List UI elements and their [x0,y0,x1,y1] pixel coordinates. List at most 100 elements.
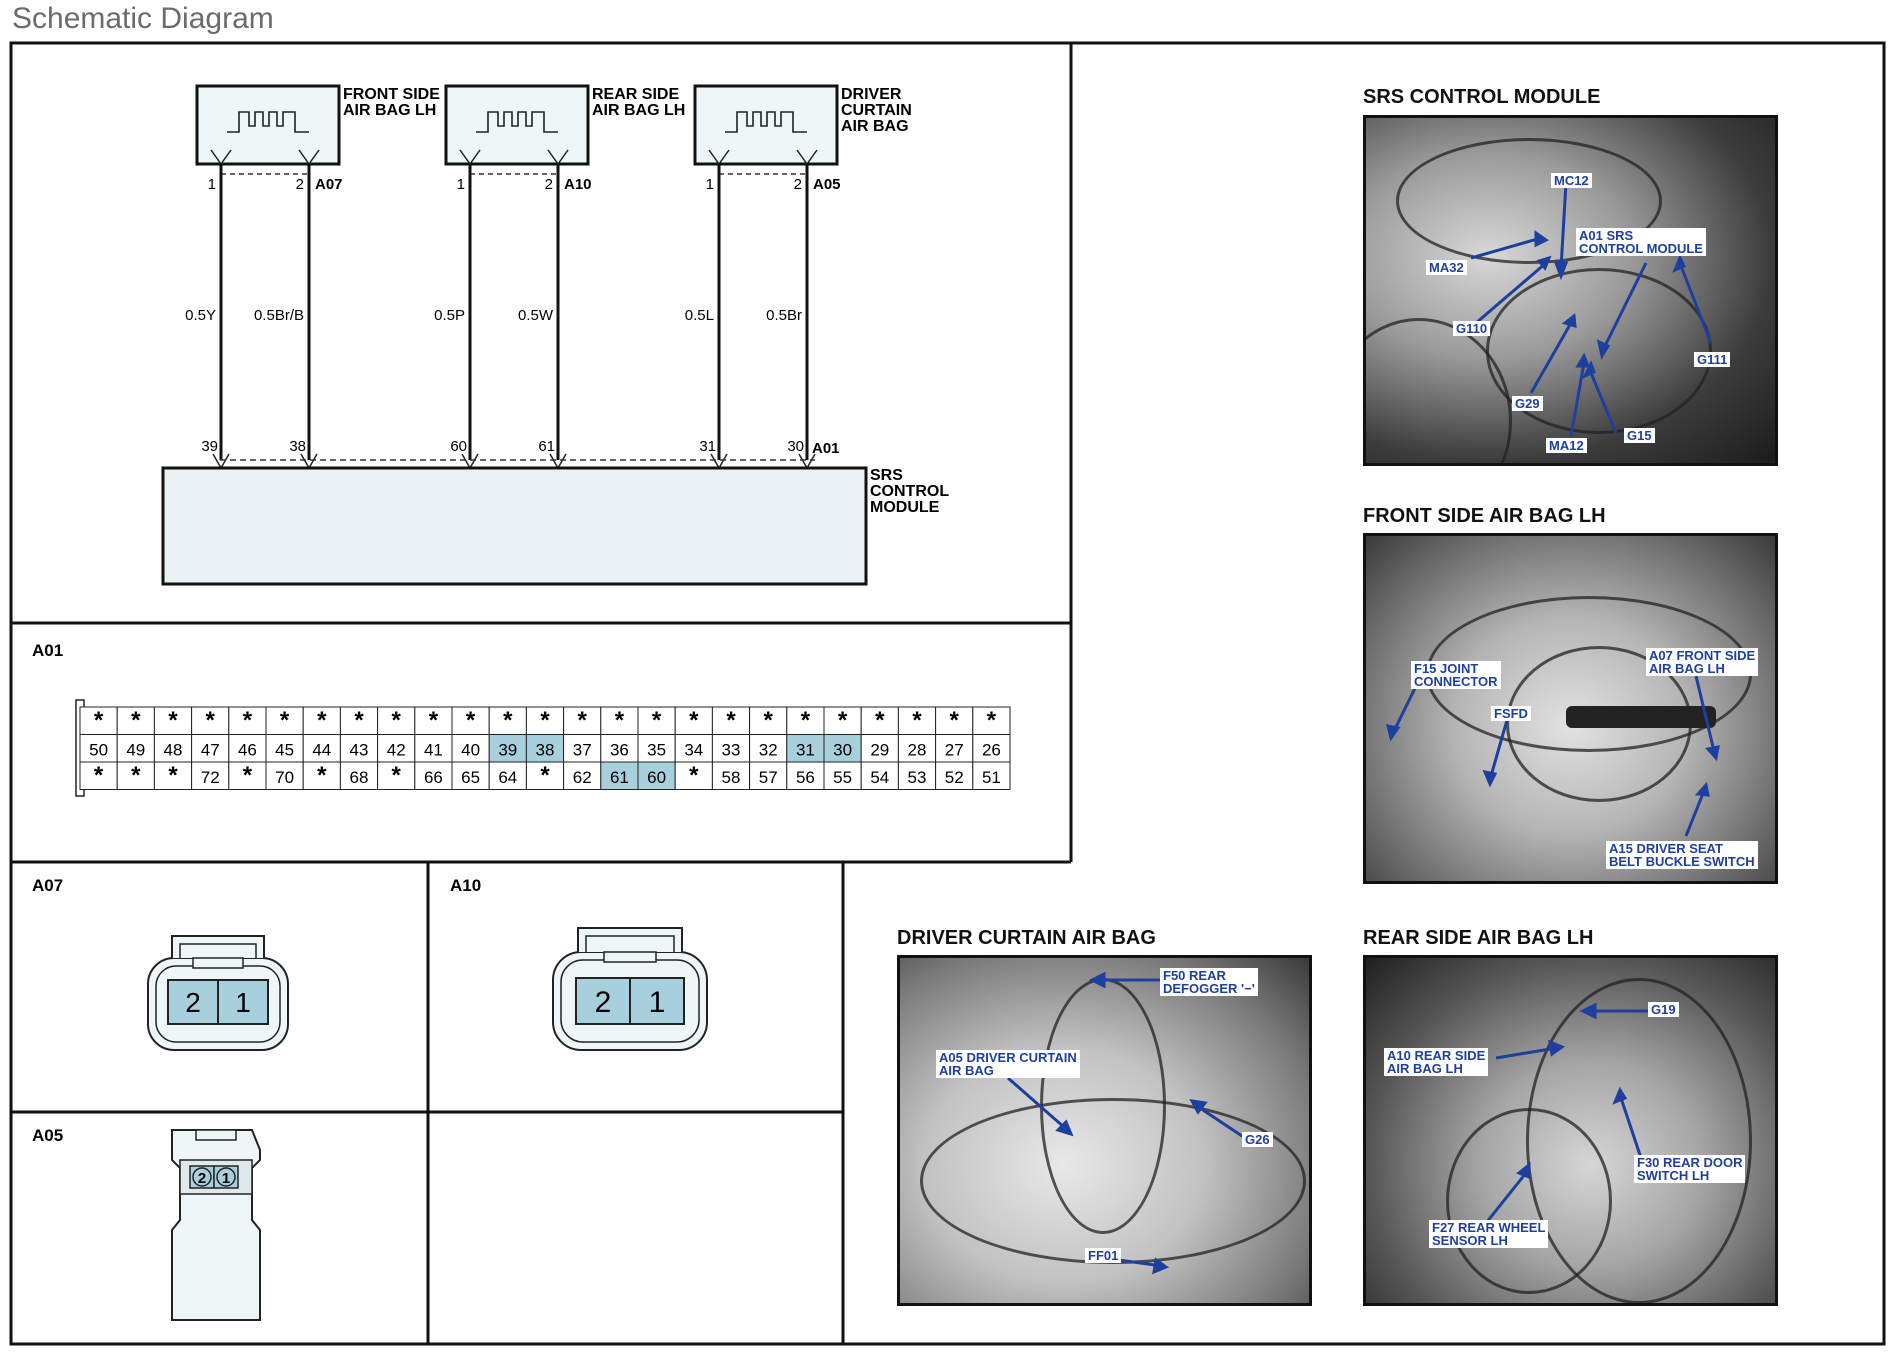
pin-cell-text: 51 [982,768,1001,787]
wire-right-color: 0.5Br [766,307,802,324]
photo-label-g111: G111 [1694,352,1731,367]
connector-name-line: REAR SIDE [592,86,679,103]
pin-cell-text: 42 [387,740,406,759]
connector-name-line: FRONT SIDE [343,86,440,103]
pin-cell-text: * [540,707,550,734]
pin-cell-text: * [94,707,104,734]
pin-cell [377,761,416,790]
connector-id: A07 [315,176,343,193]
pin-cell [116,734,155,763]
photo-label-f50: F50 REAR DEFOGGER '−' [1160,968,1258,996]
pin-cell-text: * [801,707,811,734]
connector-box [195,84,341,166]
photo-label-a05: A05 DRIVER CURTAIN AIR BAG [936,1050,1080,1078]
connector-name-line: DRIVER [841,86,902,103]
ecu-right-pin: 38 [289,438,306,455]
pin-cell-text: 55 [833,768,852,787]
pin-cell-text: 50 [89,740,108,759]
pin-cell [79,761,118,790]
pin-cell [191,734,230,763]
pin-cell-text: * [912,707,922,734]
a05-pin-2: 2 [198,1170,206,1187]
pin-cell-text: * [317,762,327,789]
pin-cell-text: 58 [722,768,741,787]
module-label: SRS CONTROL MODULE [870,467,953,516]
pin-right-number: 2 [296,176,304,193]
pin-cell-text: 65 [461,768,480,787]
pin-cell-text: 28 [908,740,927,759]
pin-cell [265,761,304,790]
pin-cell [228,761,267,790]
pin-cell [749,761,788,790]
pin-cell-text: 30 [833,740,852,759]
pin-cell [860,734,899,763]
a07-connector-drawing: 2 1 [147,935,289,1051]
pin-cell-text: * [206,707,216,734]
pin-cell-text: 38 [536,740,555,759]
photo-caption-driver-curtain: DRIVER CURTAIN AIR BAG [897,927,1156,949]
pin-cell-text: * [243,707,253,734]
pin-cell [116,761,155,790]
pin-cell [525,734,565,763]
photo-label-a10: A10 REAR SIDE AIR BAG LH [1384,1048,1489,1076]
pin-cell [674,734,713,763]
connector-symbol [227,111,309,133]
a07-pin-2: 2 [185,987,201,1018]
page-title: Schematic Diagram [12,2,274,35]
pin-right-number: 2 [794,176,802,193]
connector-symbol [476,111,558,133]
pin-cell-text: * [317,707,327,734]
pin-cell [228,706,267,735]
pin-cell-text: * [94,762,104,789]
connector-name-line: AIR BAG [841,118,909,135]
ecu-right-pin: 30 [787,438,804,455]
pin-cell [339,734,379,763]
a10-connector-drawing: 2 1 [552,927,708,1051]
pin-cell-text: 54 [870,768,889,787]
a07-pin-1: 1 [235,987,251,1018]
pin-cell-text: 45 [275,740,294,759]
pinout-title: A01 [32,641,63,660]
photo-rear-side-air-bag: G19 A10 REAR SIDE AIR BAG LH F30 REAR DO… [1363,955,1778,1306]
a05-title: A05 [32,1126,63,1145]
photo-label-g110: G110 [1453,321,1491,336]
ecu-left-pin: 60 [450,438,467,455]
pin-cell [972,734,1011,763]
pin-cell-text: * [950,707,960,734]
photo-label-a01: A01 SRS CONTROL MODULE [1576,228,1706,256]
pin-cell [563,761,602,790]
photo-label-ma32: MA32 [1426,260,1467,275]
pin-cell-text: 44 [312,740,331,759]
pin-cell [786,761,825,790]
pin-cell-text: 32 [759,740,778,759]
pin-cell [935,734,974,763]
photo-label-ma12: MA12 [1546,438,1587,453]
photo-front-side-air-bag: F15 JOINT CONNECTOR A07 FRONT SIDE AIR B… [1363,533,1778,884]
connector-name-line: AIR BAG LH [592,102,685,119]
pin-cell [191,706,230,735]
ecu-left-pin: 31 [699,438,716,455]
pin-cell [711,706,751,735]
pin-cell [786,706,825,735]
pin-cell-text: 48 [164,740,183,759]
pin-cell-text: 34 [684,740,703,759]
connector-box [693,84,839,166]
wire-right-color: 0.5W [518,307,554,324]
photo-label-ff01: FF01 [1085,1248,1122,1263]
ecu-right-pin: 61 [538,438,555,455]
pin-cell [302,761,341,790]
photo-srs-control-module: MC12 A01 SRS CONTROL MODULE MA32 G110 G1… [1363,115,1778,466]
pin-cell [637,706,676,735]
pin-cell-text: * [578,707,588,734]
pin-cell-text: * [429,707,439,734]
pin-cell [935,761,974,790]
photo-label-f15: F15 JOINT CONNECTOR [1411,661,1501,689]
pin-cell-text: * [503,707,513,734]
pin-cell-text: * [726,707,736,734]
pin-cell-text: * [168,762,178,789]
